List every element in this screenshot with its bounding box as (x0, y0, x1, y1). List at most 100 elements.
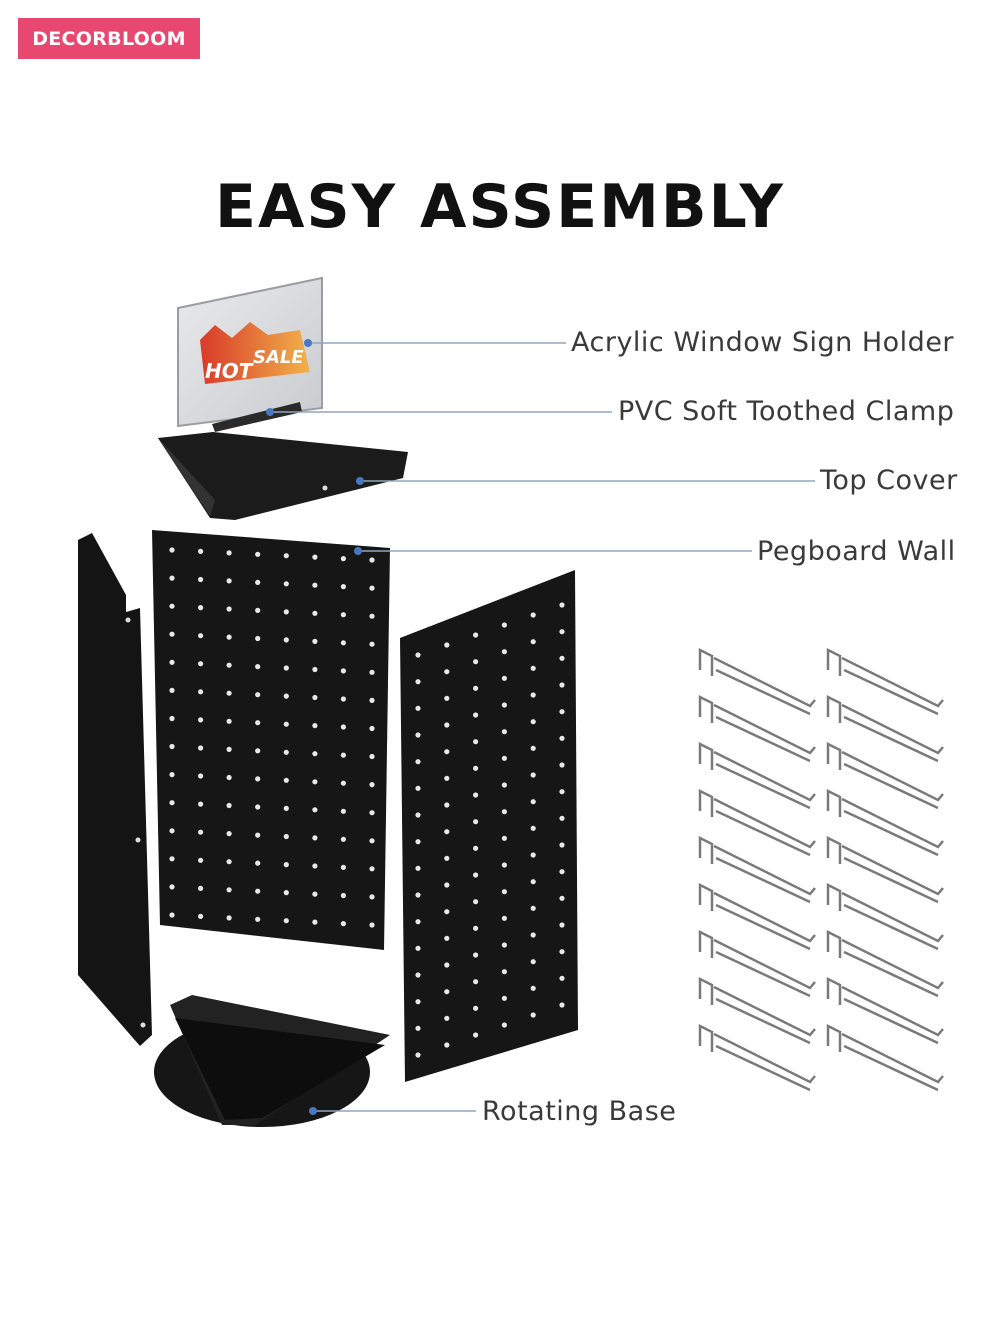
peg-hole (415, 892, 421, 898)
peg-hole (198, 913, 204, 920)
peg-hole (226, 915, 232, 921)
peg-hole (255, 832, 261, 838)
peg-hole (473, 659, 479, 665)
hook (826, 835, 944, 904)
peg-hole (283, 581, 289, 587)
peg-hole (169, 547, 175, 553)
peg-hole (530, 852, 536, 858)
peg-hole (340, 864, 346, 871)
peg-hole (415, 945, 421, 951)
peg-hole (530, 719, 536, 725)
peg-hole (226, 774, 232, 781)
brand-logo: DECORBLOOM (18, 18, 200, 59)
peg-hole (226, 831, 232, 837)
peg-hole (226, 606, 232, 612)
peg-hole (501, 862, 507, 868)
peg-hole (312, 638, 318, 645)
peg-hole (501, 729, 507, 735)
peg-hole (559, 815, 565, 821)
peg-hole (559, 949, 565, 955)
peg-hole (198, 548, 204, 555)
peg-hole (226, 802, 232, 809)
peg-hole (283, 553, 289, 559)
peg-hole (198, 829, 204, 835)
peg-hole (415, 679, 421, 685)
hook (826, 1023, 944, 1092)
peg-hole (530, 665, 536, 671)
left-pegboard-panel (78, 533, 152, 1046)
peg-hole (473, 979, 479, 985)
peg-hole (501, 835, 507, 841)
peg-hole (340, 696, 346, 702)
peg-hole (312, 751, 318, 757)
hook (826, 788, 944, 857)
peg-hole (340, 668, 346, 674)
right-pegboard-panel (400, 570, 578, 1082)
peg-hole (226, 578, 232, 584)
peg-hole (415, 919, 421, 925)
peg-hole (559, 735, 565, 741)
peg-hole (415, 972, 421, 978)
peg-hole (283, 890, 289, 896)
peg-hole (444, 669, 450, 675)
peg-hole (312, 582, 318, 588)
hook (698, 929, 816, 998)
peg-hole (255, 635, 261, 642)
peg-hole (255, 720, 261, 726)
sign-hot-text: HOT (205, 359, 254, 383)
peg-hole (501, 995, 507, 1001)
peg-hole (312, 666, 318, 673)
peg-hole (169, 659, 175, 665)
peg-hole (530, 879, 536, 885)
hook (826, 741, 944, 810)
peg-hole (559, 895, 565, 901)
peg-hole (444, 935, 450, 941)
peg-hole (473, 792, 479, 798)
peg-hole (169, 800, 175, 806)
peg-hole (530, 932, 536, 938)
peg-hole (444, 989, 450, 995)
peg-hole (283, 833, 289, 840)
peg-hole (559, 1002, 565, 1008)
peg-hole (473, 632, 479, 638)
peg-hole (226, 662, 232, 668)
peg-hole (369, 669, 375, 675)
peg-hole (255, 776, 261, 782)
peg-hole (559, 629, 565, 635)
peg-hole (501, 809, 507, 815)
hook (826, 929, 944, 998)
hook (826, 694, 944, 763)
peg-hole (444, 882, 450, 888)
peg-hole (415, 652, 421, 658)
peg-hole (444, 1015, 450, 1021)
peg-hole (283, 609, 289, 615)
peg-hole (473, 925, 479, 931)
peg-hole (283, 665, 289, 671)
peg-hole (198, 885, 204, 892)
peg-hole (369, 810, 375, 816)
hook (698, 882, 816, 951)
peg-hole (415, 999, 421, 1005)
peg-hole (501, 1022, 507, 1028)
peg-hole (415, 1052, 421, 1058)
peg-hole (415, 865, 421, 871)
peg-hole (283, 918, 289, 924)
peg-hole (312, 610, 318, 616)
peg-hole (415, 705, 421, 711)
peg-hole (530, 612, 536, 618)
peg-hole (169, 743, 175, 750)
peg-hole (283, 693, 289, 699)
sign-holder-illustration: HOT SALE (177, 276, 323, 432)
label-rotating-base: Rotating Base (482, 1096, 677, 1127)
peg-hole (530, 959, 536, 965)
peg-hole (473, 845, 479, 851)
peg-hole (169, 772, 175, 778)
peg-hole (283, 862, 289, 868)
peg-hole (340, 836, 346, 842)
peg-hole (473, 899, 479, 905)
peg-hole (559, 602, 565, 608)
peg-hole (169, 575, 175, 581)
leader-lines (270, 342, 815, 1112)
peg-hole (169, 687, 175, 694)
peg-hole (255, 888, 261, 894)
